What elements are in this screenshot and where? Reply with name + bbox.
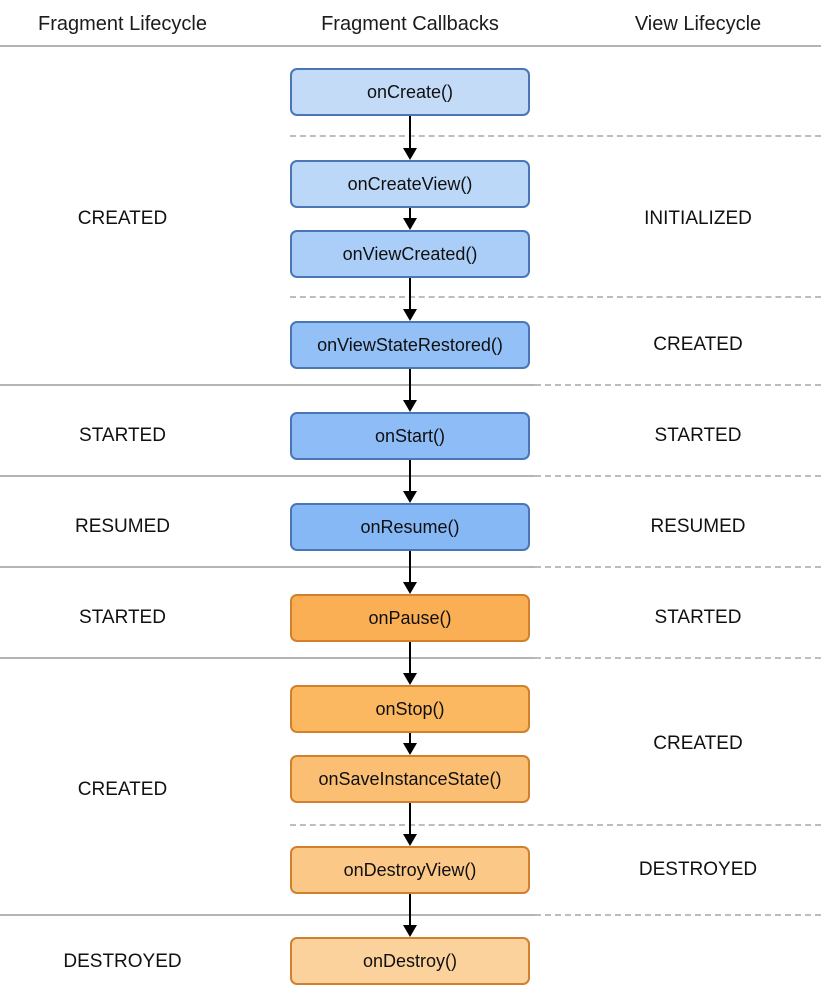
flow-arrow [403,208,417,230]
flow-arrow [403,278,417,321]
state-divider-solid [0,914,535,916]
callback-label: onPause() [368,607,452,628]
view-lifecycle-state: INITIALIZED [644,208,752,229]
column-header-fragment-callbacks: Fragment Callbacks [321,13,499,35]
callback-label: onResume() [360,516,460,537]
callback-label: onStart() [374,425,446,446]
callback-box[interactable]: onPause() [290,594,530,642]
state-divider-dashed [535,566,821,568]
state-divider-dashed [535,475,821,477]
fragment-lifecycle-state: CREATED [77,208,168,229]
callback-label: onSaveInstanceState() [318,768,502,789]
callback-label: onViewStateRestored() [317,334,503,355]
callback-label: onCreateView() [347,173,473,194]
flow-arrow [403,733,417,755]
callback-label: onCreate() [366,81,454,102]
flow-arrow [403,116,417,160]
flow-arrow [403,803,417,846]
flow-arrow [403,551,417,594]
state-divider-dashed [535,384,821,386]
state-divider-solid [0,566,535,568]
flow-arrow [403,369,417,412]
view-lifecycle-state: RESUMED [650,516,746,537]
column-header-view-lifecycle: View Lifecycle [634,13,762,35]
view-lifecycle-state: STARTED [654,607,742,628]
callback-label: onDestroy() [362,950,458,971]
callback-label: onStop() [375,698,445,719]
callback-label: onViewCreated() [342,243,478,264]
view-lifecycle-state: STARTED [654,425,742,446]
fragment-lifecycle-state: DESTROYED [63,951,182,972]
flow-arrow [403,460,417,503]
callback-box[interactable]: onCreateView() [290,160,530,208]
header-divider [0,45,821,47]
column-header-fragment-lifecycle: Fragment Lifecycle [38,13,207,35]
callback-box[interactable]: onResume() [290,503,530,551]
state-divider-solid [0,475,535,477]
callback-box[interactable]: onViewCreated() [290,230,530,278]
flow-arrow [403,894,417,937]
view-lifecycle-state: CREATED [653,334,743,355]
fragment-lifecycle-state: STARTED [79,607,166,628]
flow-arrow [403,642,417,685]
callback-box[interactable]: onDestroy() [290,937,530,985]
callback-box[interactable]: onSaveInstanceState() [290,755,530,803]
callback-box[interactable]: onDestroyView() [290,846,530,894]
callback-label: onDestroyView() [343,859,477,880]
state-divider-solid [0,657,535,659]
callback-box[interactable]: onStart() [290,412,530,460]
state-divider-solid [0,384,535,386]
fragment-lifecycle-state: CREATED [77,779,168,800]
callback-box[interactable]: onStop() [290,685,530,733]
state-divider-dashed [535,914,821,916]
state-divider-dashed [535,657,821,659]
fragment-lifecycle-state: RESUMED [74,516,170,537]
state-divider-dashed [290,135,821,137]
state-divider-dashed [290,296,821,298]
view-lifecycle-state: DESTROYED [638,859,758,880]
callback-box[interactable]: onCreate() [290,68,530,116]
state-divider-dashed [290,824,821,826]
fragment-lifecycle-state: STARTED [79,425,166,446]
view-lifecycle-state: CREATED [653,733,743,754]
callback-box[interactable]: onViewStateRestored() [290,321,530,369]
